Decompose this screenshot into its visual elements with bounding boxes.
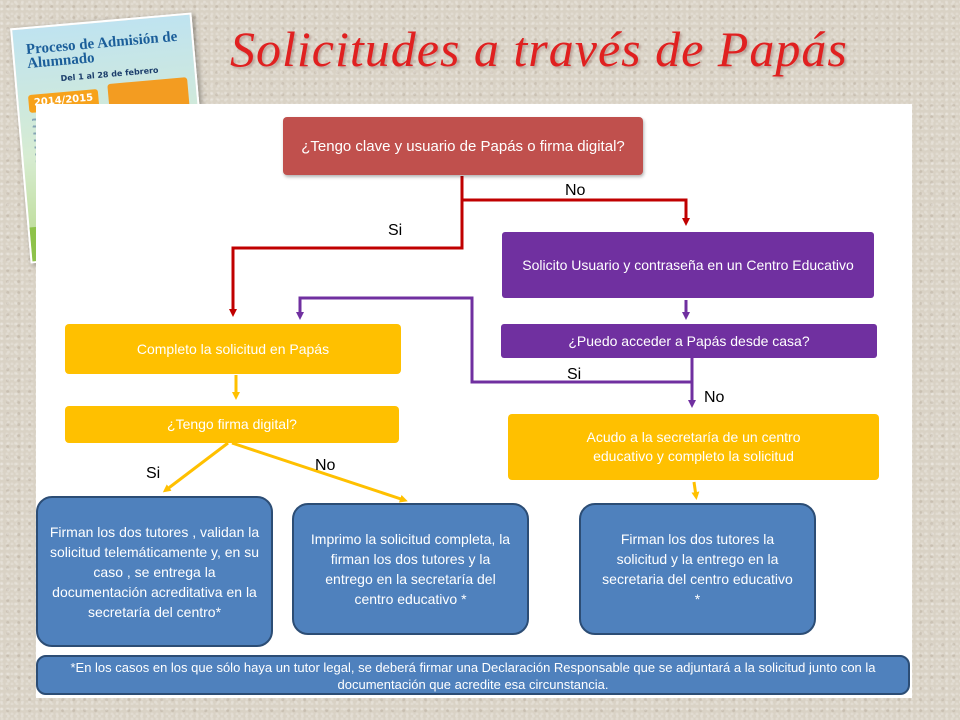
poster-title: Proceso de Admisión de Alumnado — [25, 28, 178, 72]
label-start-si: Si — [388, 222, 403, 239]
node-print-and-sign: Imprimo la solicitud completa, la firman… — [292, 503, 529, 635]
label-home-si: Si — [567, 366, 582, 383]
node-go-to-school: Acudo a la secretaría de un centro educa… — [508, 414, 879, 480]
node-home-access-question: ¿Puedo acceder a Papás desde casa? — [501, 324, 877, 358]
footnote: *En los casos en los que sólo haya un tu… — [36, 655, 910, 695]
page-title: Solicitudes a través de Papás — [230, 21, 848, 77]
label-signature-si: Si — [146, 465, 161, 482]
node-start-question: ¿Tengo clave y usuario de Papás o firma … — [283, 117, 643, 175]
label-start-no: No — [565, 182, 586, 199]
node-tutors-sign-paper: Firman los dos tutores la solicitud y la… — [579, 503, 816, 635]
node-fill-form: Completo la solicitud en Papás — [65, 324, 401, 374]
node-request-credentials: Solicito Usuario y contraseña en un Cent… — [502, 232, 874, 298]
label-signature-no: No — [315, 457, 336, 474]
label-home-no: No — [704, 389, 725, 406]
node-tutors-sign-online: Firman los dos tutores , validan la soli… — [36, 496, 273, 647]
node-digital-signature-question: ¿Tengo firma digital? — [65, 406, 399, 443]
